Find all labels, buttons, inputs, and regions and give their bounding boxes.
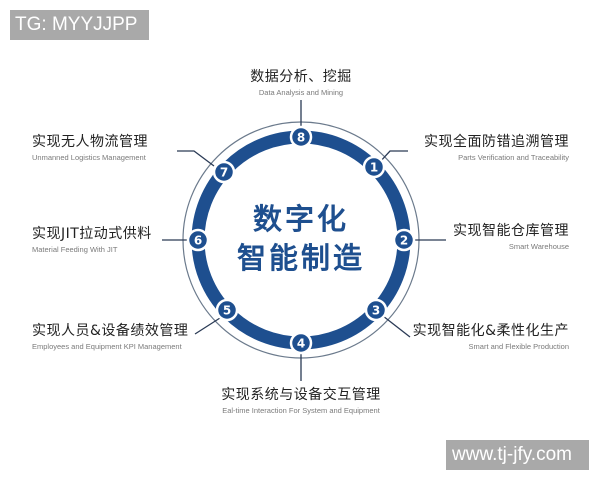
item-4-label: 实现系统与设备交互管理 Eal-time Interaction For Sys… [181,384,421,415]
badge-1: 1 [362,155,386,179]
svg-text:1: 1 [370,161,378,175]
item-7-label: 实现无人物流管理 Unmanned Logistics Management [32,131,148,162]
svg-text:6: 6 [194,234,202,248]
item-1-subtitle: Parts Verification and Traceability [458,153,569,162]
item-2-title: 实现智能仓库管理 [453,223,569,239]
connector-3 [382,315,411,338]
item-8-label: 数据分析、挖掘 Data Analysis and Mining [201,66,401,97]
item-4-title: 实现系统与设备交互管理 [221,387,381,403]
badge-8: 8 [289,125,313,149]
item-7-subtitle: Unmanned Logistics Management [32,153,146,162]
item-5-title: 实现人员&设备绩效管理 [32,323,189,339]
item-2-label: 实现智能仓库管理 Smart Warehouse [453,220,569,251]
svg-text:7: 7 [220,166,228,180]
item-3-subtitle: Smart and Flexible Production [468,342,569,351]
center-title-line2: 智能制造 [236,241,365,275]
connector-1 [378,150,408,164]
svg-text:5: 5 [223,304,231,318]
watermark-bottom: www.tj-jfy.com [446,440,589,470]
item-4-subtitle: Eal-time Interaction For System and Equi… [222,406,380,415]
svg-text:4: 4 [297,337,305,351]
badge-3: 3 [364,298,388,322]
badge-7: 7 [212,160,236,184]
svg-text:8: 8 [297,131,305,145]
connector-lines [162,100,446,381]
item-2-subtitle: Smart Warehouse [508,242,569,251]
item-3-label: 实现智能化&柔性化生产 Smart and Flexible Productio… [413,320,569,351]
item-5-subtitle: Employees and Equipment KPI Management [32,342,182,351]
badge-4: 4 [289,331,313,355]
badge-6: 6 [186,228,210,252]
item-8-subtitle: Data Analysis and Mining [258,88,344,97]
svg-text:3: 3 [372,304,380,318]
item-1-label: 实现全面防错追溯管理 Parts Verification and Tracea… [424,131,569,162]
badge-5: 5 [215,298,239,322]
item-3-title: 实现智能化&柔性化生产 [412,323,569,339]
svg-text:2: 2 [400,234,408,248]
watermark-top: TG: MYYJJPP [10,10,149,40]
item-8-title: 数据分析、挖掘 [250,69,352,85]
item-5-label: 实现人员&设备绩效管理 Employees and Equipment KPI … [32,320,188,351]
center-title-line1: 数字化 [252,202,349,236]
item-6-label: 实现JIT拉动式供料 Material Feeding With JIT [32,223,152,254]
connector-7 [177,150,215,167]
item-1-title: 实现全面防错追溯管理 [424,134,569,150]
item-6-subtitle: Material Feeding With JIT [32,245,118,254]
item-7-title: 实现无人物流管理 [32,134,148,150]
item-6-title: 实现JIT拉动式供料 [32,226,152,242]
connector-5 [194,317,221,335]
badges: 8 1 2 3 4 5 6 7 [186,125,416,355]
badge-2: 2 [392,228,416,252]
